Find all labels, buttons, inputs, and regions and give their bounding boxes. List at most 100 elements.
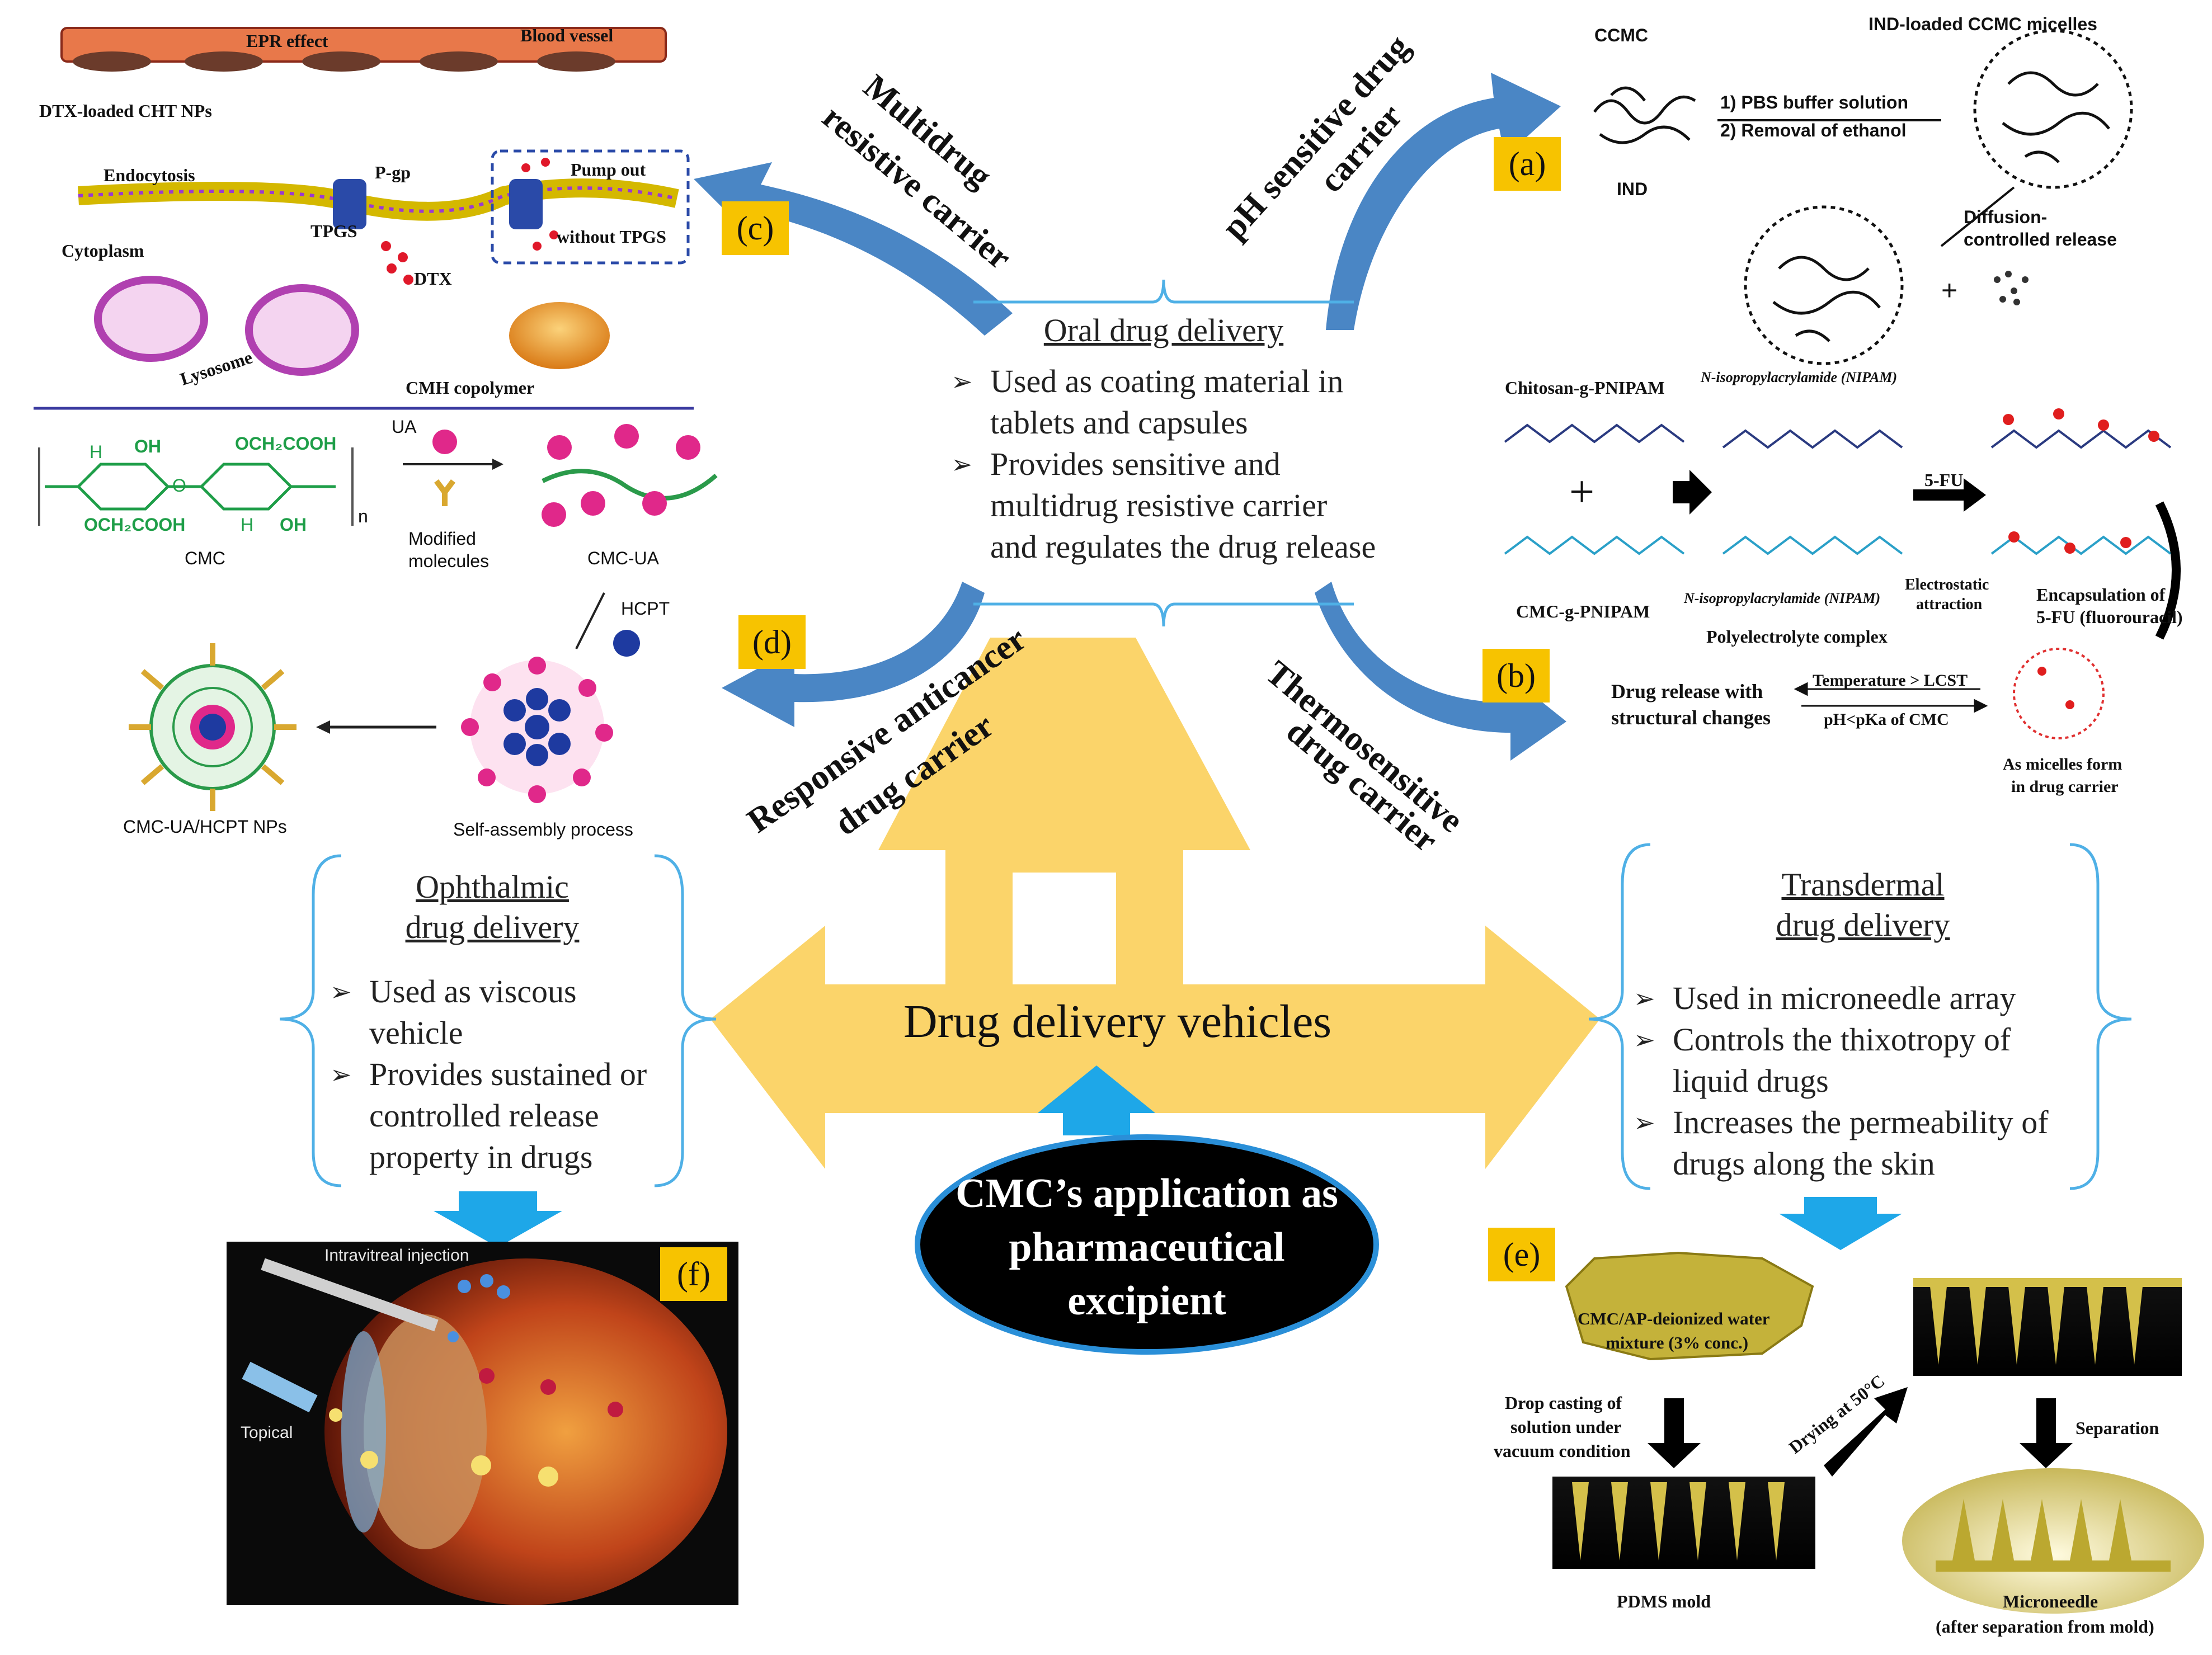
transdermal-heading-2: drug delivery (1776, 907, 1950, 943)
ophthalmic-heading-2: drug delivery (405, 909, 580, 945)
d-och2cooh-1: OCH₂COOH (235, 433, 337, 454)
b-release-1: Drug release with (1611, 680, 1763, 702)
d-h-2: H (241, 515, 254, 535)
a-ind: IND (1617, 179, 1648, 199)
transdermal-bracket-left (1588, 843, 1651, 1190)
a-plus: + (1941, 275, 1958, 306)
b-ph: pH<pKa of CMC (1824, 710, 1949, 729)
b-electrostatic-1: Electrostatic (1905, 576, 1989, 593)
arrow-to-b (1315, 582, 1566, 761)
b-micelles-2: in drug carrier (2011, 777, 2119, 796)
c-tpgs: TPGS (310, 221, 357, 241)
cmc-line-3: excipient (1067, 1278, 1226, 1324)
ophthalmic-bullet-2: Provides sustained or controlled release… (330, 1054, 677, 1178)
a-micelles: IND-loaded CCMC micelles (1869, 14, 2097, 34)
c-dtx-nps: DTX-loaded CHT NPs (39, 101, 212, 121)
d-ua: UA (392, 417, 417, 437)
panel-a-graphic (1593, 29, 2133, 365)
a-step-1: 1) PBS buffer solution (1720, 92, 1908, 112)
e-micro-1: Microneedle (2003, 1591, 2098, 1611)
oral-bullet-1: Used as coating material in tablets and … (951, 361, 1376, 444)
c-endocytosis: Endocytosis (103, 165, 195, 185)
e-pdms: PDMS mold (1617, 1591, 1711, 1611)
cyan-down-arrow-left (434, 1191, 562, 1247)
label-e: (e) (1488, 1228, 1555, 1281)
d-modified-2: molecules (408, 551, 490, 571)
ophthalmic-bracket-right (654, 854, 717, 1187)
oral-bullets: Used as coating material in tablets and … (951, 361, 1376, 568)
transdermal-bullet-2: Controls the thixotropy of liquid drugs (1634, 1019, 2092, 1102)
c-cmh: CMH copolymer (406, 378, 535, 398)
d-och2cooh-2: OCH₂COOH (84, 515, 186, 535)
black-arrow-b1 (1673, 470, 1712, 515)
oral-heading: Oral drug delivery (1043, 312, 1284, 348)
f-intravitreal: Intravitreal injection (324, 1246, 469, 1265)
b-nipam-bottom: N-isopropylacrylamide (NIPAM) (1684, 590, 1881, 606)
d-np: CMC-UA/HCPT NPs (123, 817, 287, 837)
b-encap-1: Encapsulation of (2036, 584, 2166, 605)
panel-c-graphic (34, 27, 694, 410)
b-temp: Temperature > LCST (1813, 671, 1968, 690)
c-epr: EPR effect (246, 31, 328, 51)
ophthalmic-heading-1: Ophthalmic (416, 869, 569, 905)
cyan-up-arrow (1038, 1065, 1155, 1135)
e-drop-3: vacuum condition (1494, 1441, 1631, 1461)
a-step-2: 2) Removal of ethanol (1720, 120, 1907, 140)
b-poly: Polyelectrolyte complex (1706, 626, 1888, 647)
transdermal-heading-1: Transdermal (1781, 866, 1945, 903)
b-release-2: structural changes (1611, 706, 1771, 729)
f-topical: Topical (241, 1423, 293, 1442)
e-separation: Separation (2075, 1418, 2159, 1438)
d-cmc-ua: CMC-UA (587, 548, 659, 568)
d-oh-1: OH (134, 436, 161, 456)
cyan-down-arrow-right (1779, 1197, 1902, 1250)
oral-bracket-top (973, 279, 1354, 304)
d-n: n (358, 506, 368, 526)
d-hcpt: HCPT (621, 598, 670, 619)
a-diffusion-1: Diffusion- (1964, 207, 2048, 227)
ophthalmic-bullet-1: Used as viscous vehicle (330, 971, 677, 1054)
e-micro-2: (after separation from mold) (1936, 1616, 2154, 1637)
d-oh-2: OH (280, 515, 307, 535)
oral-bullet-2: Provides sensitive and multidrug resisti… (951, 444, 1376, 568)
d-modified-1: Modified (408, 529, 476, 549)
panel-b-graphic (1504, 423, 2181, 739)
transdermal-bullet-1: Used in microneedle array (1634, 978, 2092, 1019)
c-pump-out: Pump out (571, 159, 646, 180)
d-self: Self-assembly process (453, 819, 633, 840)
b-fu: 5-FU (1924, 470, 1964, 490)
ophthalmic-bracket-left (279, 854, 342, 1187)
d-h-1: H (90, 442, 103, 462)
arrow-to-d (722, 582, 985, 727)
b-encap-2: 5-FU (fluorouracil) (2036, 607, 2183, 627)
c-dtx: DTX (414, 268, 452, 289)
a-ccmc: CCMC (1594, 25, 1648, 45)
vehicles-label: Drug delivery vehicles (903, 996, 1332, 1048)
panel-e-graphic (1552, 1251, 2204, 1614)
left-arrow-shape (710, 926, 1387, 1169)
cmc-line-2: pharmaceutical (1009, 1224, 1285, 1270)
transdermal-bullets: Used in microneedle array Controls the t… (1634, 978, 2092, 1185)
label-d: (d) (738, 615, 806, 669)
oral-bracket-bottom (973, 602, 1354, 627)
e-drop-2: solution under (1510, 1417, 1622, 1437)
b-cmc-g: CMC-g-PNIPAM (1516, 601, 1650, 621)
cmc-line-1: CMC’s application as (956, 1171, 1338, 1217)
d-cmc: CMC (185, 548, 225, 568)
right-arrow-shape (1365, 926, 1600, 1169)
label-f: (f) (660, 1247, 727, 1301)
c-cytoplasm: Cytoplasm (62, 241, 144, 261)
panel-f-graphic (227, 1242, 738, 1605)
d-o-1: O (172, 475, 186, 496)
b-electrostatic-2: attraction (1916, 596, 1983, 613)
label-a: (a) (1494, 137, 1561, 191)
transdermal-bullet-3: Increases the permeability of drugs alon… (1634, 1102, 2092, 1185)
b-nipam-top: N-isopropylacrylamide (NIPAM) (1701, 369, 1898, 385)
panel-d-graphic (38, 424, 718, 811)
yellow-cross-arrow (710, 638, 1600, 1169)
black-arrow-b2 (1913, 478, 1986, 512)
c-vessel: Blood vessel (520, 25, 614, 45)
mixture-blob (1565, 1251, 1814, 1361)
